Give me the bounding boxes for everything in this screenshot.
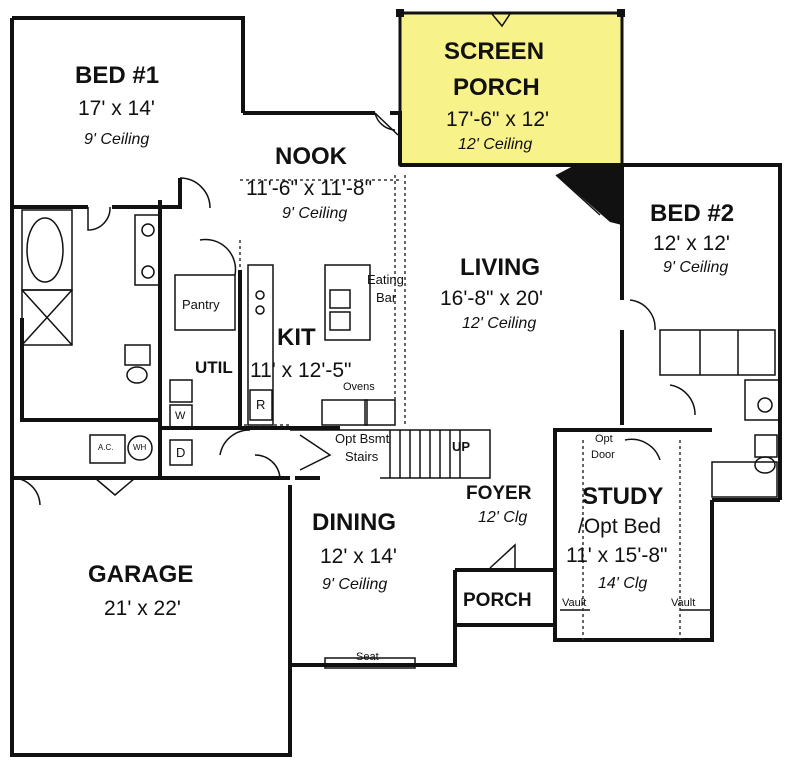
kit-name: KIT xyxy=(277,324,316,351)
opt-bsmt-stairs-line2: Stairs xyxy=(345,449,379,464)
bed1-dims: 17' x 14' xyxy=(78,97,155,120)
seat-label: Seat xyxy=(356,651,379,663)
study-alt: /Opt Bed xyxy=(578,515,661,538)
study-name: STUDY xyxy=(582,483,664,510)
screen-porch-dims: 17'-6" x 12' xyxy=(446,108,550,131)
living-ceiling: 12' Ceiling xyxy=(462,315,537,332)
foyer-name: FOYER xyxy=(466,483,532,504)
screen-porch-ceiling: 12' Ceiling xyxy=(458,136,533,153)
nook-dims: 11'-6" x 11'-8" xyxy=(246,177,373,200)
wh-label: WH xyxy=(133,443,147,452)
opt-door-line2: Door xyxy=(591,449,615,461)
pantry-label: Pantry xyxy=(182,297,220,312)
nook-ceiling: 9' Ceiling xyxy=(282,205,348,222)
screen-porch-name-line1: SCREEN xyxy=(444,38,545,65)
washer-label: W xyxy=(175,410,186,422)
eating-bar-line2: Bar xyxy=(376,290,397,305)
opt-bsmt-stairs-line1: Opt Bsmt xyxy=(335,431,390,446)
screen-porch-posts xyxy=(396,9,625,17)
nook-name: NOOK xyxy=(275,143,347,170)
foyer-ceiling: 12' Clg xyxy=(478,509,528,526)
dining-dims: 12' x 14' xyxy=(320,545,397,568)
screen-porch-fill xyxy=(398,11,624,167)
garage-dims: 21' x 22' xyxy=(104,597,181,620)
util-name: UTIL xyxy=(195,358,233,377)
dotted-lines xyxy=(239,175,681,640)
bed2-ceiling: 9' Ceiling xyxy=(663,259,729,276)
ac-label: A.C. xyxy=(98,443,114,452)
dining-name: DINING xyxy=(312,509,396,536)
opt-door-line1: Opt xyxy=(595,433,613,445)
study-dims: 11' x 15'-8" xyxy=(566,544,668,567)
fireplace xyxy=(556,165,622,225)
porch-name: PORCH xyxy=(463,590,532,611)
bed1-ceiling: 9' Ceiling xyxy=(84,131,150,148)
screen-porch-door xyxy=(491,13,511,28)
bed2-dims: 12' x 12' xyxy=(653,232,730,255)
vault-right-label: Vault xyxy=(671,597,696,609)
screen-porch-name-line2: PORCH xyxy=(453,74,540,101)
dryer-label: D xyxy=(176,445,186,460)
living-dims: 16'-8" x 20' xyxy=(440,287,544,310)
stairs-up-label: UP xyxy=(452,439,471,454)
vault-left-label: Vault xyxy=(562,597,587,609)
garage-name: GARAGE xyxy=(88,561,194,588)
study-ceiling: 14' Clg xyxy=(598,575,648,592)
thin-lines xyxy=(11,112,781,669)
dining-ceiling: 9' Ceiling xyxy=(322,576,388,593)
eating-bar-line1: Eating xyxy=(367,272,404,287)
walls xyxy=(10,16,782,757)
ovens-label: Ovens xyxy=(343,381,375,393)
fridge-label: R xyxy=(256,397,266,412)
kit-dims: 11' x 12'-5" xyxy=(250,359,352,382)
living-name: LIVING xyxy=(460,254,541,281)
bed1-name: BED #1 xyxy=(75,62,160,89)
bed2-name: BED #2 xyxy=(650,200,735,227)
